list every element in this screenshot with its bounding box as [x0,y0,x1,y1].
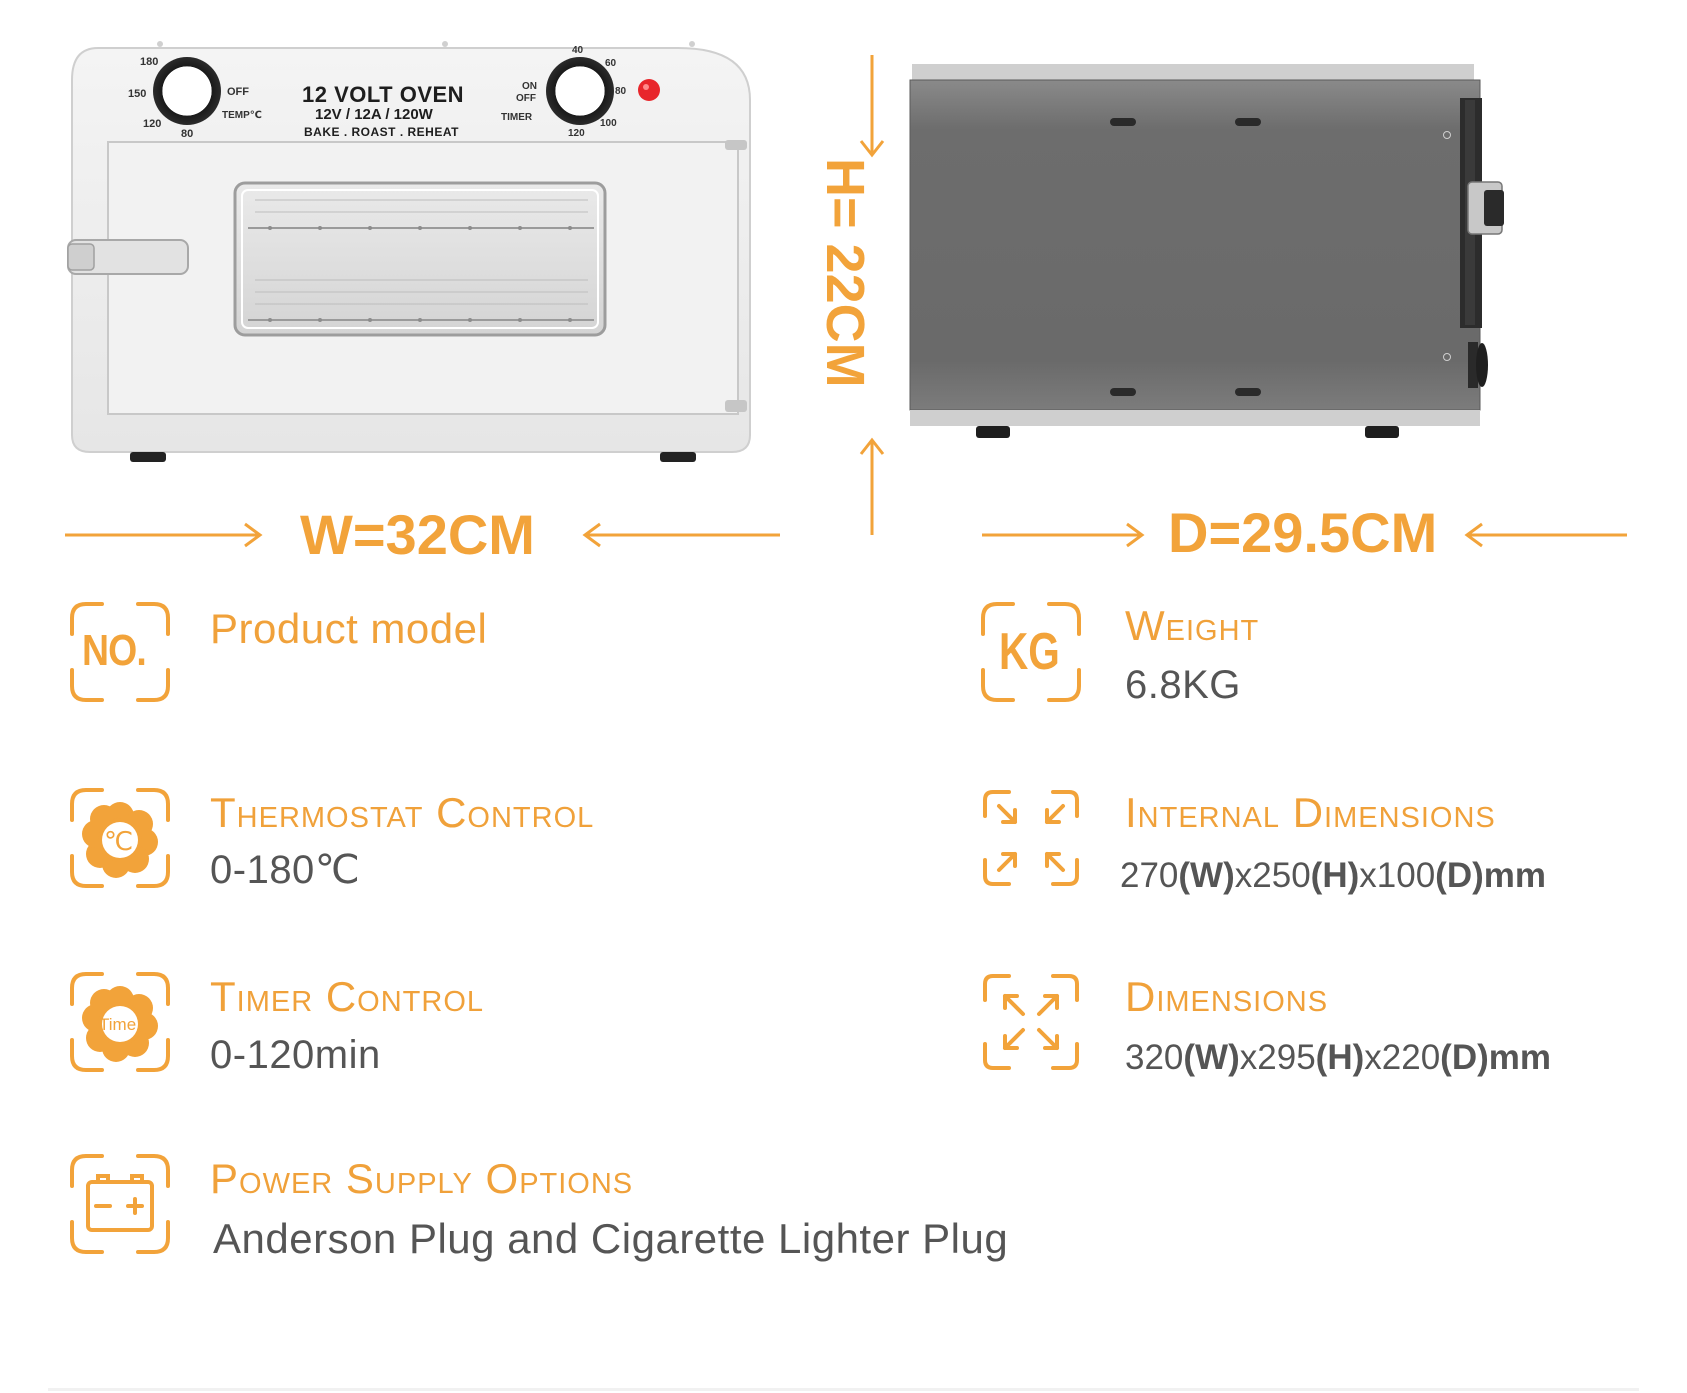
internal-dimensions-value: 270(W)x250(H)x100(D)mm [1120,858,1546,893]
oven-functions: BAKE . ROAST . REHEAT [304,125,459,139]
timer-mark-60: 60 [605,58,617,69]
dimensions-icon [979,970,1083,1074]
temp-off-label: OFF [227,86,249,98]
thermostat-value: 0-180℃ [210,848,361,892]
model-title: Product model [210,605,488,652]
width-label: W=32CM [300,503,535,566]
internal-dim-x1: x250 [1234,856,1311,895]
depth-arrow-right [1464,522,1627,548]
power-title: Power Supply Options [210,1155,634,1202]
dimensions-value: 320(W)x295(H)x220(D)mm [1125,1040,1551,1075]
oven-title: 12 VOLT OVEN [302,82,465,107]
weight-icon: KG [979,600,1083,704]
thermostat-icon-text: ℃ [104,826,134,856]
internal-dim-v1: 270 [1120,856,1179,895]
height-arrow-top [859,55,885,158]
oven-front-view: 180 150 120 80 OFF TEMP℃ 12 VOLT OVEN 12… [60,40,760,510]
temp-mark-150: 150 [128,88,147,100]
model-icon-text: NO. [82,626,147,675]
thermostat-title: Thermostat Control [210,789,595,836]
temp-mark-180: 180 [140,56,159,68]
dim-x1: x295 [1239,1038,1316,1077]
timer-title: Timer Control [210,973,484,1020]
internal-dim-unit: mm [1483,856,1547,895]
temp-mark-80: 80 [181,128,194,140]
bottom-divider [48,1388,1639,1391]
timer-off-label: OFF [516,93,536,104]
depth-label: D=29.5CM [1168,501,1438,564]
internal-dim-x2: x100 [1359,856,1436,895]
dim-x2: x220 [1364,1038,1441,1077]
timer-on-label: ON [522,81,537,92]
timer-mark-120: 120 [568,128,585,139]
oven-side-view [900,50,1540,470]
timer-icon: Time [68,970,172,1074]
battery-icon [68,1152,172,1256]
dim-l2: (H) [1315,1038,1365,1077]
temp-mark-120: 120 [143,118,162,130]
model-number-icon: NO. [68,600,172,704]
thermostat-icon: ℃ [68,786,172,890]
weight-title: Weight [1125,602,1260,649]
depth-arrow-left [982,522,1145,548]
weight-value: 6.8KG [1125,663,1241,707]
width-arrow-right [582,522,780,548]
weight-icon-text: KG [999,623,1060,681]
internal-dim-l3: (D) [1435,856,1484,895]
timer-value: 0-120min [210,1033,381,1077]
dim-v1: 320 [1125,1038,1184,1077]
dimensions-title: Dimensions [1125,973,1329,1020]
dim-l1: (W) [1183,1038,1240,1077]
power-value: Anderson Plug and Cigarette Lighter Plug [213,1215,1009,1262]
timer-mark-100: 100 [600,118,617,129]
timer-mark-80: 80 [615,86,627,97]
oven-spec: 12V / 12A / 120W [315,106,433,123]
timer-mark-40: 40 [572,45,584,56]
height-arrow-bottom [859,437,885,535]
timer-label: TIMER [501,112,533,123]
internal-dim-l1: (W) [1178,856,1235,895]
dim-unit: mm [1488,1038,1552,1077]
dim-l3: (D) [1440,1038,1489,1077]
internal-dim-l2: (H) [1310,856,1360,895]
timer-icon-text: Time [99,1015,137,1034]
internal-dimensions-title: Internal Dimensions [1125,789,1496,836]
width-arrow-left [65,522,263,548]
internal-dimensions-icon [979,786,1083,890]
temp-label: TEMP℃ [222,110,262,121]
height-label: H= 22CM [815,158,875,388]
